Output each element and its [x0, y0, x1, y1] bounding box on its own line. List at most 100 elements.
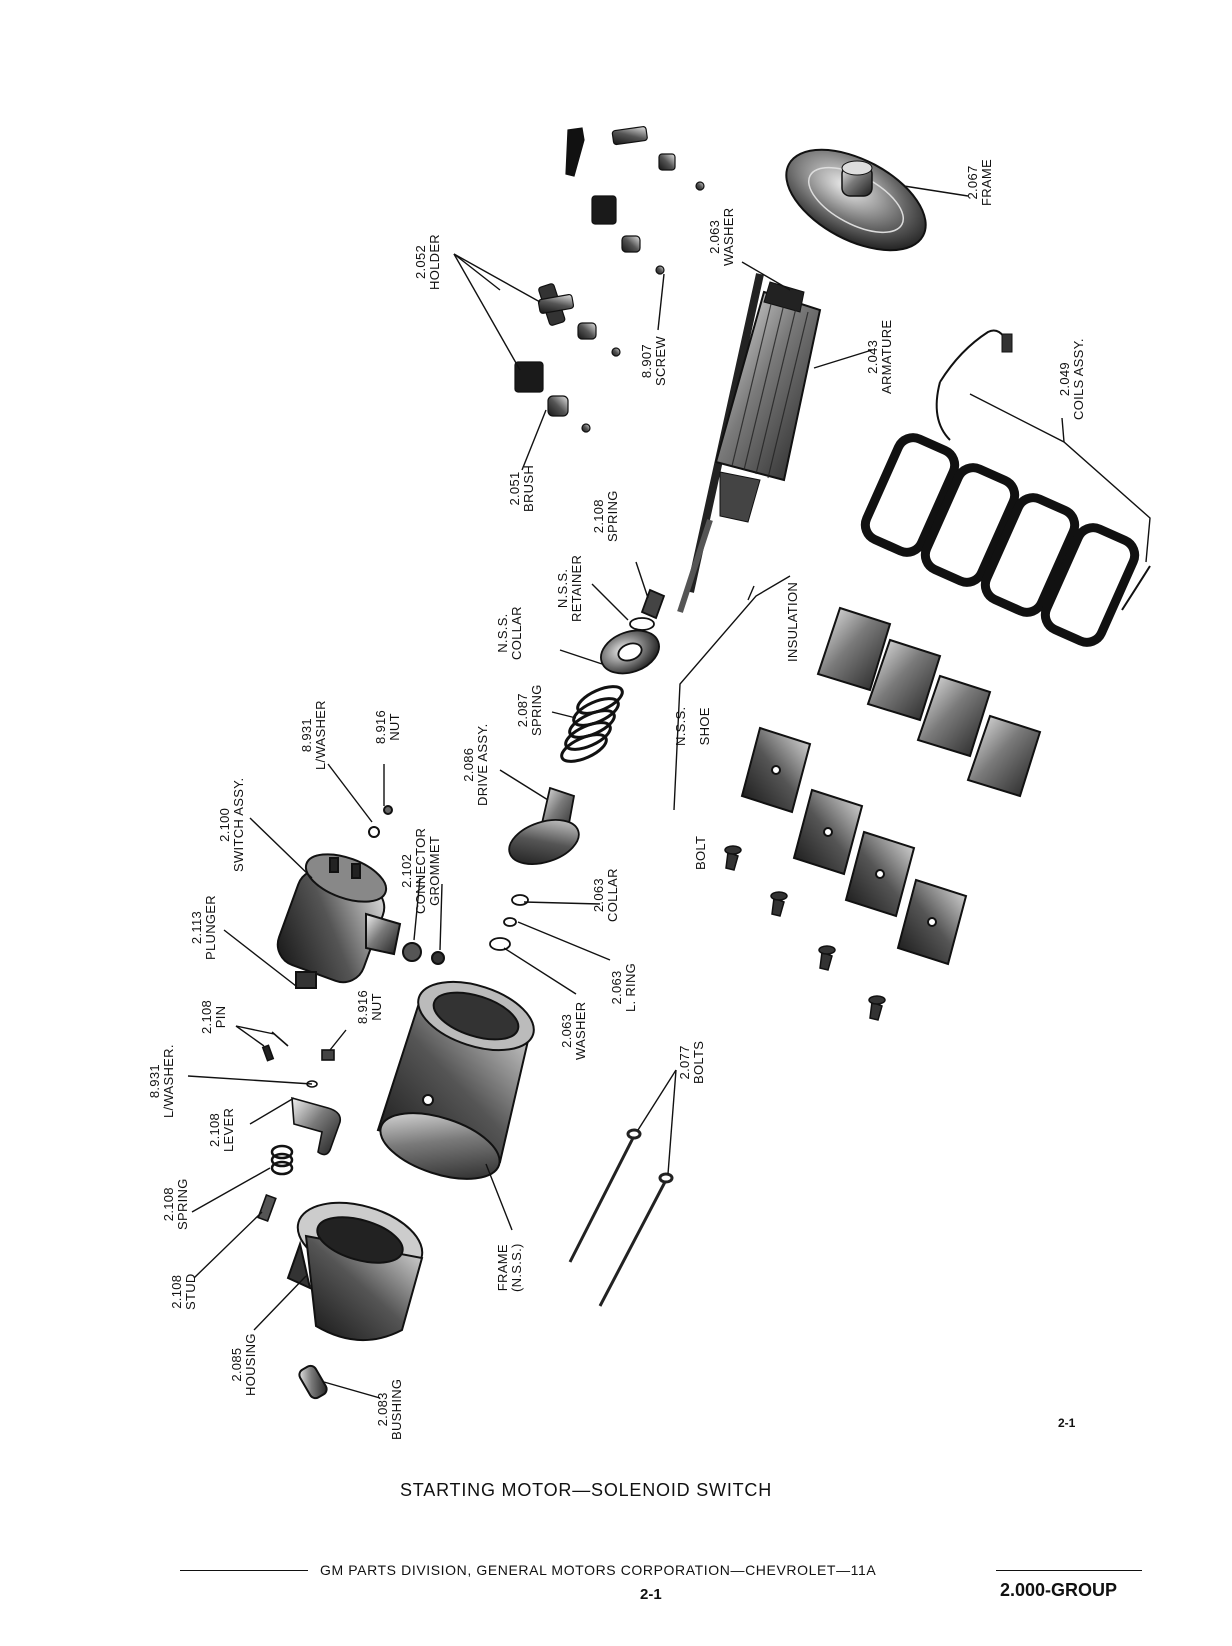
callout-2-086-drive: 2.086 DRIVE ASSY. [461, 723, 490, 806]
callout-2-108-pin: 2.108 PIN [199, 999, 228, 1034]
footer-group-label: 2.000-GROUP [1000, 1580, 1118, 1600]
callout-label: (N.S.S.) [509, 1243, 524, 1292]
callout-number: 2.052 [413, 244, 428, 280]
callout-2-063-washer-top: 2.063 WASHER [707, 207, 736, 266]
callout-2-113-plunger: 2.113 PLUNGER [189, 895, 218, 960]
footer-rule-right [996, 1570, 1142, 1571]
callout-8-916-nut-top: 8.916 NUT [373, 709, 402, 744]
insulation-parts [816, 606, 1042, 798]
callout-2-085-housing: 2.085 HOUSING [229, 1333, 258, 1396]
callout-number: 2.102 [399, 853, 414, 888]
callout-number: 2.063 [559, 1013, 574, 1048]
callout-label: HOLDER [427, 234, 442, 290]
callout-number: 2.100 [217, 807, 232, 842]
callout-number: N.S.S. [673, 706, 688, 746]
callout-number: 2.067 [965, 165, 980, 200]
callout-number: 2.086 [461, 747, 476, 782]
end-frame-part [785, 148, 927, 252]
callout-number: 8.916 [373, 709, 388, 744]
callout-2-067-frame: 2.067 FRAME [965, 159, 994, 206]
callout-label: COILS ASSY. [1071, 338, 1086, 420]
callout-label: WASHER [721, 207, 736, 266]
callout-number: 2.108 [207, 1112, 222, 1147]
callout-number: 8.931 [147, 1064, 162, 1099]
callout-2-051-brush: 2.051 BRUSH [507, 464, 536, 512]
callout-leader-lines [187, 185, 1151, 1399]
callout-number: 2.043 [865, 339, 880, 374]
callout-label: PIN [213, 1005, 228, 1029]
callout-2-049-coils: 2.049 COILS ASSY. [1057, 338, 1086, 420]
callout-label: LEVER [221, 1107, 236, 1152]
callout-2-108-spring-low: 2.108 SPRING [161, 1178, 190, 1230]
callout-number: 2.108 [591, 499, 606, 534]
footer-page-number: 2-1 [640, 1586, 662, 1603]
callout-8-931-lwasher-low: 8.931 L/WASHER. [147, 1044, 176, 1118]
callout-number: FRAME [495, 1244, 510, 1292]
field-coils-part [860, 329, 1151, 647]
callout-label: SPRING [605, 490, 620, 542]
callout-label: HOUSING [243, 1333, 258, 1396]
callout-2-063-washer-low: 2.063 WASHER [559, 1001, 588, 1060]
callout-label: SPRING [529, 684, 544, 736]
callout-insulation: INSULATION [785, 581, 800, 662]
callout-number: 2.063 [609, 970, 624, 1005]
footer-rule-left [180, 1570, 308, 1571]
callout-label: RETAINER [569, 554, 584, 622]
pole-shoe-parts [740, 726, 968, 966]
armature-part [677, 273, 822, 613]
callout-label-2: GROMMET [427, 835, 442, 906]
callout-2-043-armature: 2.043 ARMATURE [865, 319, 894, 394]
callout-label: BRUSH [521, 464, 536, 512]
callout-2-063-lring: 2.063 L. RING [609, 962, 638, 1012]
callout-number: 2.051 [507, 471, 522, 506]
callout-number: 2.083 [375, 1392, 390, 1427]
drive-assembly-parts [489, 588, 666, 951]
callout-number: 2.049 [1057, 362, 1072, 397]
callout-frame-nss: FRAME (N.S.S.) [495, 1243, 524, 1292]
callout-label: FRAME [979, 159, 994, 206]
callout-label: COLLAR [509, 606, 524, 660]
callout-label: INSULATION [785, 581, 800, 662]
callout-label: BOLT [693, 835, 708, 870]
callout-number: N.S.S. [555, 568, 570, 609]
callout-number: 8.916 [355, 989, 370, 1024]
callout-number: 2.113 [189, 910, 204, 945]
callout-label: L. RING [623, 962, 638, 1012]
callout-2-052-holder: 2.052 HOLDER [413, 234, 442, 290]
callout-number: N.S.S. [495, 613, 510, 653]
callout-2-108-stud: 2.108 STUD [169, 1273, 198, 1310]
footer-corporation-line: GM PARTS DIVISION, GENERAL MOTORS CORPOR… [320, 1562, 877, 1578]
callout-label: COLLAR [605, 868, 620, 922]
callout-number: 2.108 [199, 999, 214, 1034]
through-bolt-parts [568, 1128, 674, 1307]
callout-label: SWITCH ASSY. [231, 777, 246, 872]
callout-label: SHOE [697, 707, 712, 746]
callout-label: ARMATURE [879, 319, 894, 394]
callout-number: 2.085 [229, 1347, 244, 1382]
lever-and-small-parts [257, 1031, 342, 1223]
callout-label: CONNECTOR [413, 827, 428, 914]
callout-8-916-nut-low: 8.916 NUT [355, 989, 384, 1024]
callout-label: PLUNGER [203, 895, 218, 960]
callout-label: WASHER [573, 1001, 588, 1060]
callout-number: 8.907 [639, 344, 654, 379]
callout-nss-collar: N.S.S. COLLAR [495, 606, 524, 660]
callout-2-102-connector: 2.102 CONNECTOR GROMMET [399, 827, 442, 914]
callout-label: STUD [183, 1273, 198, 1310]
callout-label: BUSHING [389, 1378, 404, 1440]
callout-number: 8.931 [299, 718, 314, 753]
callout-2-100-switch: 2.100 SWITCH ASSY. [217, 777, 246, 872]
callout-2-108-spring-top: 2.108 SPRING [591, 490, 620, 542]
callout-bolt: BOLT [693, 835, 708, 870]
callout-nss-retainer: N.S.S. RETAINER [555, 554, 584, 622]
callout-number: 2.077 [677, 1045, 692, 1080]
shoe-bolt-parts [724, 845, 886, 1021]
callout-number: 2.108 [161, 1187, 176, 1222]
callout-label: SCREW [653, 336, 668, 386]
callout-label: L/WASHER [313, 700, 328, 770]
callout-label: NUT [387, 713, 402, 741]
callout-2-087-spring: 2.087 SPRING [515, 684, 544, 736]
callout-label: L/WASHER. [161, 1044, 176, 1118]
